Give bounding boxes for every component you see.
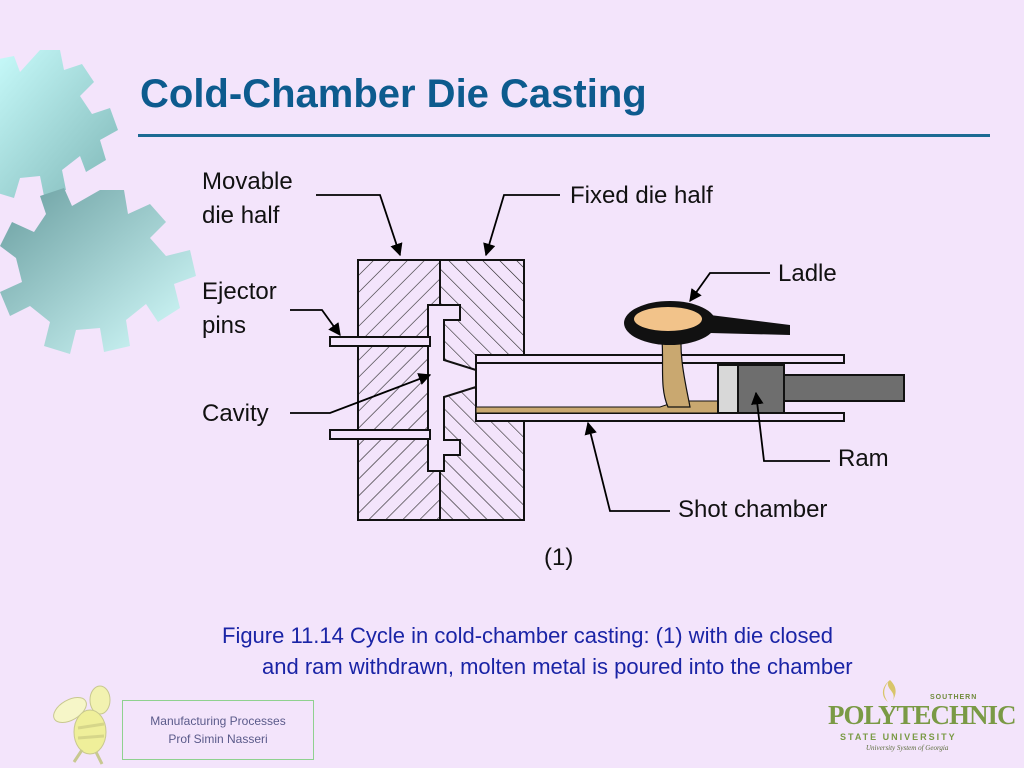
gear-icon [0,50,118,198]
ladle [624,301,790,345]
logo-state-university: STATE UNIVERSITY [840,732,957,742]
ejector-pins [329,336,431,440]
ram [717,364,905,414]
caption-line-2: and ram withdrawn, molten metal is poure… [262,654,853,679]
molten-metal-stream [659,324,691,408]
cold-chamber-diagram: Movable die half Fixed die half Ladle Ej… [202,168,905,571]
leader-lines [290,194,830,512]
logo-southern: SOUTHERN [930,694,978,701]
flame-icon [882,680,896,702]
label-ram: Ram [838,445,889,472]
footer-instructor: Prof Simin Nasseri [168,732,268,746]
label-shot-chamber: Shot chamber [678,496,827,523]
label-ejector-line1: Ejector [202,278,277,305]
slide-title: Cold-Chamber Die Casting [140,72,647,116]
label-ejector-line2: pins [202,312,246,339]
label-cavity: Cavity [202,400,269,427]
footer-course-name: Manufacturing Processes [150,714,286,728]
figure-caption: Figure 11.14 Cycle in cold-chamber casti… [222,620,982,682]
bee-mascot-icon [53,685,111,765]
label-movable-line2: die half [202,202,280,229]
die-cavity [427,304,477,472]
label-fixed-die-half: Fixed die half [570,182,713,209]
gear-decoration [0,50,196,354]
caption-line-1: Figure 11.14 Cycle in cold-chamber casti… [222,623,833,648]
logo-usg: University System of Georgia [866,744,949,752]
university-logo: SOUTHERN POLYTECHNIC STATE UNIVERSITY Un… [826,678,1017,758]
footer-course-box: Manufacturing Processes Prof Simin Nasse… [122,700,314,760]
logo-polytechnic: POLYTECHNIC [828,700,1017,730]
gear-icon [0,188,196,354]
label-movable-line1: Movable [202,168,293,195]
title-divider [138,134,990,137]
label-step-number: (1) [544,544,573,571]
label-ladle: Ladle [778,260,837,287]
movable-die-half [357,259,441,521]
